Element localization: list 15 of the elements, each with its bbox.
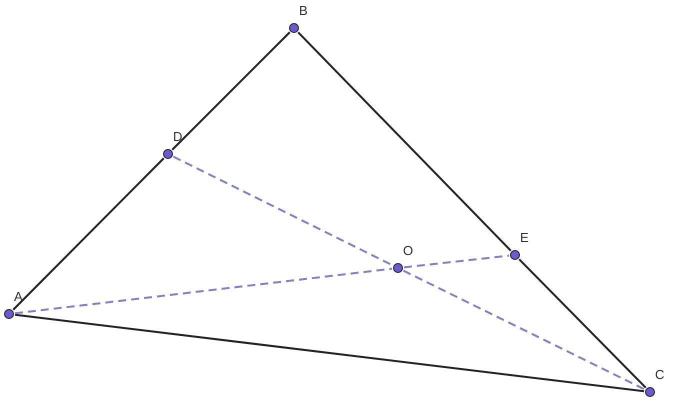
point-label: B — [299, 3, 308, 18]
point-label: E — [520, 230, 529, 245]
point-label: O — [403, 243, 414, 258]
dashed-line-segment — [402, 270, 646, 390]
dashed-line-segment — [172, 156, 394, 266]
point-label: D — [173, 129, 182, 144]
line-segment — [518, 258, 646, 388]
dashed-line-segment — [404, 254, 510, 268]
line-segment — [12, 158, 164, 310]
line-segment — [172, 32, 290, 150]
point-label: C — [655, 367, 664, 382]
line-segment — [297, 32, 512, 252]
point-label: A — [14, 289, 23, 304]
dashed-line-segment — [14, 268, 392, 314]
line-segment — [14, 314, 644, 392]
